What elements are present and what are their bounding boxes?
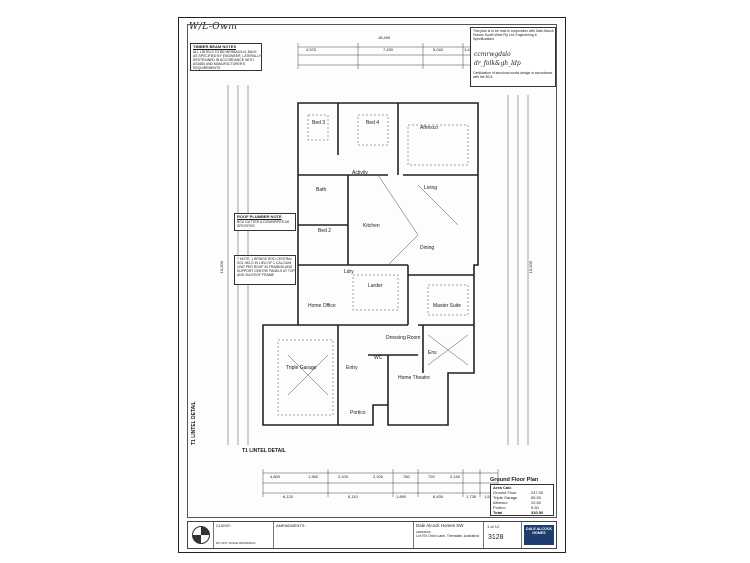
room-ldry: Ldry [344,269,354,275]
stamp-signature: ccmrwgdslo [474,51,511,58]
overall-width: 18,400 [378,35,391,40]
title-block: CLIENT: DO NOT SCALE DRAWINGS AMENDMENTS… [187,521,557,549]
area-row-label: Alfresco [493,500,508,505]
t1-lintel-detail: T1 LINTEL DETAIL [242,448,286,454]
room-ens: Ens [428,350,437,356]
room-bath: Bath [316,187,327,193]
t-note: T NOTE: 1 BRIDGE ROD CENTRAL SOL HELD IN… [234,255,296,285]
area-row-label: Ground Floor [493,490,517,495]
room-larder: Larder [368,283,383,289]
room-alfresco: Alfresco [420,125,439,131]
north-cell [188,522,214,548]
area-row-value: 247.00 [531,490,544,495]
t1-lintel-detail-left: T1 LINTEL DETAIL [191,401,197,445]
room-dining: Dining [420,245,435,251]
room-kitchen: Kitchen [363,223,380,229]
inner-dim-1: 4,800 [270,474,281,479]
address-text: Lot 974 Orion Lane, Treendale, Australin… [416,534,479,538]
inner-dim-7: 2,140 [450,474,461,479]
address-label: ADDRESS: [416,530,432,534]
client-cell: CLIENT: DO NOT SCALE DRAWINGS [214,522,274,548]
area-calc-title: Area Calc [493,485,512,490]
area-calc-table: Area Calc Ground Floor 247.00 Triple Gar… [490,484,554,516]
area-row-label: Triple Garage [493,495,518,500]
room-entry: Entry [346,365,358,371]
timber-beam-text: ALL LINTELS TO BE MERBAU/LVL BACK AS SPE… [193,50,261,70]
room-triple-garage: Triple Garage [286,365,317,371]
t-note-text: T NOTE: 1 BRIDGE ROD CENTRAL SOL HELD IN… [237,257,295,277]
overall-depth-left: 19,000 [218,261,224,274]
room-home-theatre: Home Theatre [398,375,430,381]
handwritten-initials: W/L-Owm [189,22,238,32]
bottom-dim-2: 6,110 [348,494,358,499]
client-label: CLIENT: [216,523,231,528]
floor-plan-drawing [227,43,529,497]
engineering-stamp: This plan is to be read in conjunction w… [470,27,556,87]
job-number: 3128 [488,534,504,541]
inner-dim-5: 760 [403,474,410,479]
bottom-dim-5: 1,735 [466,494,477,499]
client-name: Dale Alcock Homes SW [416,523,464,528]
job-cell: Dale Alcock Homes SW ADDRESS: Lot 974 Or… [414,522,484,548]
top-dim-3: 5,040 [433,47,444,52]
scale-note: DO NOT SCALE DRAWINGS [216,541,256,545]
ground-floor-plan-heading: Ground Floor Plan [490,477,539,483]
timber-beam-title: TIMBER BEAM NOTES [193,44,237,49]
area-row-label: Total [493,510,503,515]
room-activity: Activity [352,170,368,176]
room-dressing: Dressing Room [386,335,421,341]
job-number-cell: 1 of 12 3128 [484,522,522,548]
logo-text: DALE ALCOCK HOMES [525,527,553,536]
roof-plumber-title: ROOF PLUMBER NOTE [237,214,282,219]
inner-dim-2: 1,360 [308,474,319,479]
timber-beam-notes: TIMBER BEAM NOTES ALL LINTELS TO BE MERB… [190,43,262,71]
room-bed4: Bed 4 [366,120,380,126]
inner-dim-3: 2,100 [338,474,349,479]
area-row-label: Portico [493,505,506,510]
area-row-value: 55.50 [531,495,542,500]
bottom-dim-3: 1,890 [396,494,407,499]
amendments-cell: AMENDMENTS: [274,522,414,548]
stamp-signature-2: dr_folk&gh_ldp [474,60,521,67]
room-bed2: Bed 2 [318,228,332,234]
bottom-dim-6: 1,519 [484,494,495,499]
roof-plumber-text: BOX GUTTER & DOWNPIPES AS SPECIFIED [237,220,290,228]
room-living: Living [424,185,438,191]
top-dim-2: 7,430 [383,47,394,52]
area-row-value: 22.50 [531,500,542,505]
overall-depth-right: 19,000 [527,261,533,274]
bottom-dim-1: 6,120 [283,494,294,499]
room-wc: WC [374,355,383,361]
bottom-dim-4: 6,430 [433,494,444,499]
room-portico: Portico [350,410,366,416]
area-row-value: 5.50 [531,505,539,510]
inner-dim-4: 2,200 [373,474,384,479]
sheet-number: 1 of 12 [487,524,500,529]
top-dim-4: 1,445 [464,47,475,52]
drawing-sheet: W/L-Owm [178,17,566,553]
stamp-text: This plan is to be read in conjunction w… [473,29,554,41]
dale-alcock-logo: DALE ALCOCK HOMES [524,525,554,545]
room-home-office: Home Office [308,303,336,309]
stamp-certification: Certification of structural works design… [473,71,553,79]
room-master-suite: Master Suite [433,303,462,309]
inner-dim-6: 720 [428,474,435,479]
room-bed3: Bed 3 [312,120,326,126]
amendments-label: AMENDMENTS: [276,523,306,528]
floor-plan-area: 18,400 4,570 7,430 5,040 1,445 19,000 19… [187,24,557,518]
area-row-value: 330.50 [531,510,544,515]
top-dim-1: 4,570 [306,47,317,52]
north-arrow-icon [192,526,210,544]
roof-plumber-notes: ROOF PLUMBER NOTE BOX GUTTER & DOWNPIPES… [234,213,296,231]
